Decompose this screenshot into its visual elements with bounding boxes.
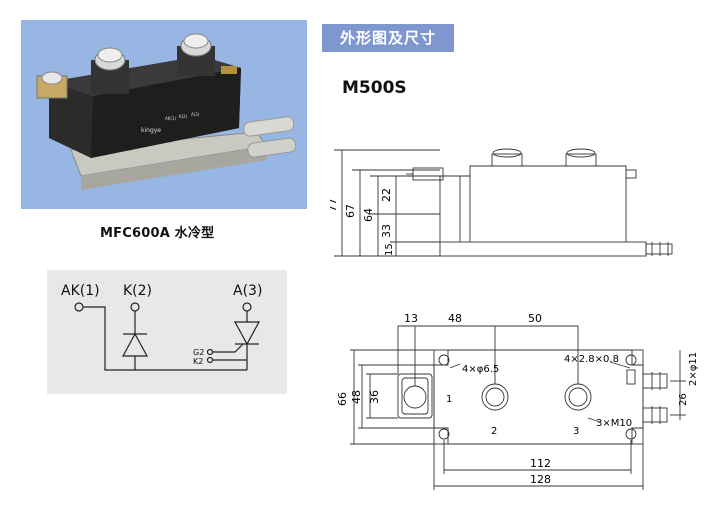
side-dim-33: 33 [380,224,393,238]
photo-brand-text: kingye [141,127,161,134]
top-dim-36: 36 [368,390,381,404]
top-dim-112: 112 [530,457,551,470]
top-hole-label: 4×φ6.5 [462,364,499,375]
photo-pin-text-2: K(2) [179,114,188,119]
top-dim-13: 13 [404,312,418,325]
module-photo-drawing: kingye AK(1) K(2) A(3) [36,33,297,190]
terminal-2-label: 2 [491,426,497,437]
screw-label: 3×M10 [596,418,632,429]
top-pipe-label: 2×φ11 [688,352,699,386]
photo-pin-text-3: A(3) [191,112,200,117]
schematic-drawing: AK(1) K(2) A(3) G2 K2 [61,283,262,371]
side-dim-22: 22 [380,188,393,202]
schematic-pin-a: A(3) [233,283,262,299]
photo-pin-text-1: AK(1) [165,116,176,121]
terminal-1-label: 1 [446,394,452,405]
top-dim-50: 50 [528,312,542,325]
model-name: M500S [342,78,407,98]
top-dim-48: 48 [448,312,462,325]
product-photo: kingye AK(1) K(2) A(3) [21,20,307,209]
top-dim-128: 128 [530,473,551,486]
top-dim-48-left: 48 [350,390,363,404]
circuit-schematic: AK(1) K(2) A(3) G2 K2 [47,270,287,394]
side-dim-77: 77 [330,198,339,212]
side-view-drawing: 77 67 64 22 33 15 [330,148,673,257]
top-dim-66: 66 [336,392,349,406]
terminal-3-label: 3 [573,426,579,437]
schematic-pin-ak: AK(1) [61,283,100,299]
side-dim-67: 67 [344,204,357,218]
top-view-drawing: 13 48 50 4×φ6.5 4×2.8×0.8 2×φ11 26 66 48… [336,312,699,490]
schematic-gate-g2: G2 [193,348,204,357]
side-dim-15: 15 [384,243,395,256]
photo-caption: MFC600A 水冷型 [100,226,215,241]
schematic-pin-k: K(2) [123,283,152,299]
schematic-gate-k2: K2 [193,357,203,366]
section-header: 外形图及尺寸 [322,24,454,52]
top-slot-label: 4×2.8×0.8 [564,354,619,365]
top-dim-26: 26 [678,393,689,406]
side-dim-64: 64 [362,208,375,222]
